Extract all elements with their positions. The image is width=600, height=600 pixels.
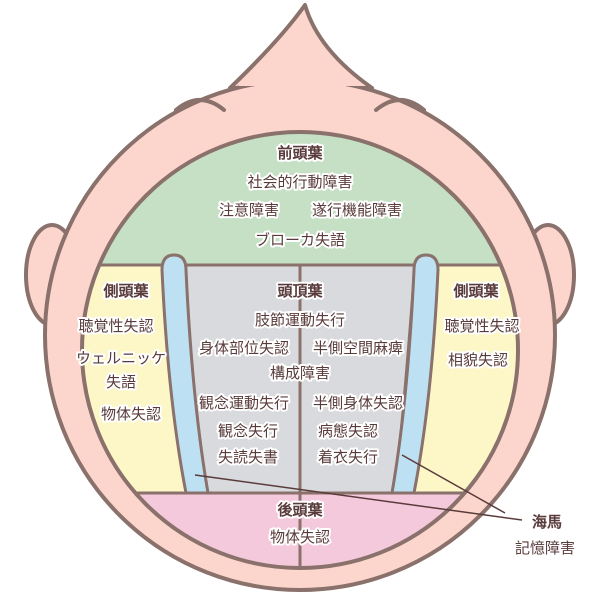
- parietal-title: 頭頂葉: [277, 282, 323, 300]
- parietal-item: 失読失書: [218, 448, 278, 466]
- frontal-item: 社会的行動障害: [247, 173, 352, 191]
- right-eye: [374, 98, 426, 112]
- temporal-right-title: 側頭葉: [452, 282, 499, 300]
- hippocampus-right: [390, 253, 440, 495]
- temporal-left-title: 側頭葉: [102, 282, 149, 300]
- parietal-item: 観念運動失行: [199, 394, 289, 412]
- parietal-item: 病態失認: [318, 422, 378, 440]
- left-eye: [174, 98, 226, 112]
- parietal-item: 半側身体失認: [313, 394, 403, 412]
- temporal-right-item: 聴覚性失認: [444, 317, 519, 335]
- temporal-left-item: ウェルニッケ: [76, 349, 166, 367]
- parietal-item: 構成障害: [270, 364, 330, 382]
- occipital-title: 後頭葉: [276, 501, 323, 519]
- pointer-line: [194, 474, 523, 521]
- occipital-item: 物体失認: [270, 528, 330, 546]
- parietal-item: 半側空間麻痺: [313, 339, 403, 357]
- temporal-right-item: 相貌失認: [448, 351, 508, 369]
- frontal-item: 注意障害: [219, 201, 279, 219]
- parietal-item: 観念失行: [218, 422, 278, 440]
- parietal-item: 肢節運動失行: [255, 311, 345, 329]
- temporal-left-item: 物体失認: [101, 405, 161, 423]
- hippocampus-title: 海馬: [532, 513, 562, 531]
- pointer-line: [401, 454, 506, 514]
- hippocampus-item: 記憶障害: [515, 539, 575, 557]
- parietal-item: 身体部位失認: [199, 339, 289, 357]
- parietal-item: 着衣失行: [318, 448, 378, 466]
- frontal-item: ブローカ失語: [255, 231, 345, 249]
- temporal-left-item: 聴覚性失認: [78, 317, 153, 335]
- hippocampus-left: [160, 253, 210, 495]
- frontal-item: 遂行機能障害: [312, 201, 402, 219]
- temporal-left-item: 失語: [106, 373, 136, 391]
- frontal-title: 前頭葉: [277, 144, 323, 162]
